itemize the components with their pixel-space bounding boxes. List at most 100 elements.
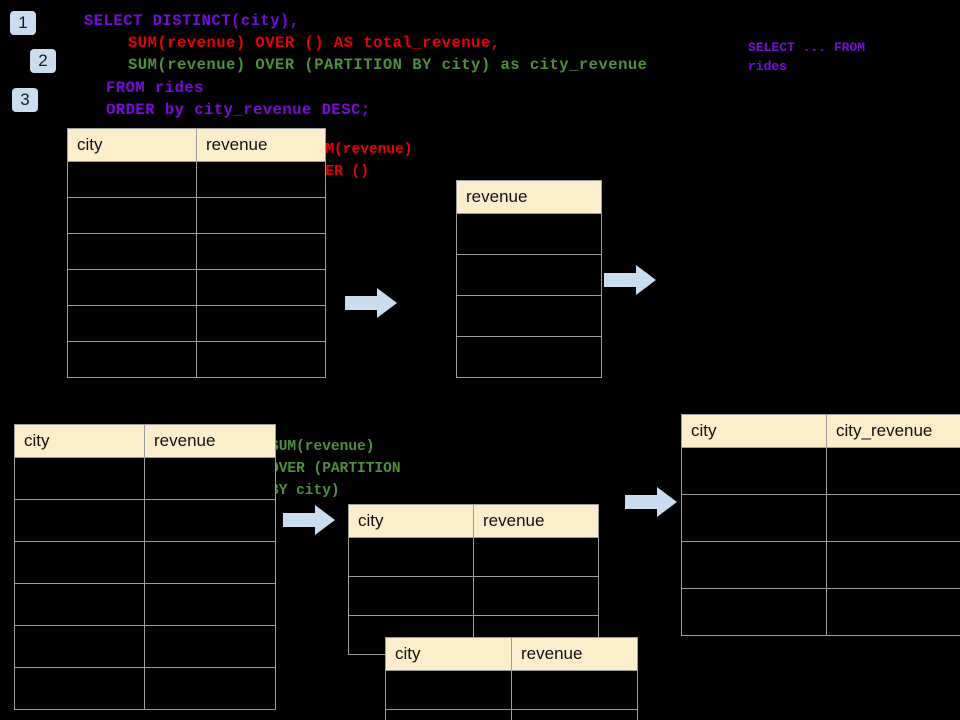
table-row — [385, 709, 638, 720]
table-row — [14, 541, 276, 584]
cell-revenue — [144, 541, 276, 584]
cell-revenue — [473, 537, 599, 577]
sql-line-order-by: ORDER by city_revenue DESC; — [106, 101, 371, 119]
arrow-source-to-partition — [283, 505, 335, 535]
cell-revenue — [196, 161, 326, 198]
table-row — [681, 494, 960, 542]
cell-city — [385, 670, 512, 710]
column-header-city: city — [681, 414, 827, 448]
table-row — [456, 213, 602, 255]
cell-revenue — [511, 670, 638, 710]
cell-city-revenue — [826, 447, 960, 495]
partition-window-annotation: SUM(revenue) OVER (PARTITION BY city) — [270, 439, 401, 499]
cell-city-revenue — [826, 588, 960, 636]
cell-revenue — [144, 499, 276, 542]
table-header-row: city revenue — [385, 637, 638, 671]
column-header-revenue: revenue — [511, 637, 638, 671]
cell-city — [67, 233, 197, 270]
result-table: city city_revenue — [681, 414, 960, 636]
table-row — [67, 233, 326, 270]
partition-group-table-front: city revenue — [385, 637, 638, 720]
table-row — [14, 457, 276, 500]
table-row — [14, 667, 276, 710]
cell-city — [14, 625, 145, 668]
cell-city — [348, 537, 474, 577]
table-row — [67, 305, 326, 342]
total-revenue-table: revenue — [456, 180, 602, 378]
column-header-revenue: revenue — [196, 128, 326, 162]
cell-city-revenue — [826, 541, 960, 589]
table-row — [14, 499, 276, 542]
cell-revenue — [456, 295, 602, 337]
cell-city — [348, 576, 474, 616]
source-query-label: SELECT ... FROM rides — [748, 40, 866, 74]
cell-revenue — [144, 625, 276, 668]
arrow-partition-to-result — [625, 487, 677, 517]
table-row — [67, 269, 326, 306]
table-header-row: city revenue — [348, 504, 599, 538]
table-row — [348, 537, 599, 577]
cell-revenue — [144, 583, 276, 626]
cell-city — [67, 305, 197, 342]
table-row — [14, 625, 276, 668]
partition-group-table-back: city revenue — [348, 504, 599, 655]
cell-city — [67, 341, 197, 378]
cell-revenue — [196, 305, 326, 342]
cell-city — [14, 457, 145, 500]
table-row — [385, 670, 638, 710]
table-row — [681, 588, 960, 636]
column-header-revenue: revenue — [144, 424, 276, 458]
cell-revenue — [456, 336, 602, 378]
cell-city — [67, 197, 197, 234]
cell-city — [385, 709, 512, 720]
rides-source-table-partitioned: city revenue — [14, 424, 276, 710]
column-header-revenue: revenue — [456, 180, 602, 214]
cell-city — [681, 588, 827, 636]
cell-revenue — [196, 341, 326, 378]
cell-city — [14, 541, 145, 584]
table-row — [67, 341, 326, 378]
cell-city — [67, 161, 197, 198]
step-badge-1: 1 — [10, 11, 36, 35]
column-header-city: city — [67, 128, 197, 162]
cell-revenue — [144, 667, 276, 710]
arrow-total-to-result — [604, 265, 656, 295]
cell-revenue — [196, 269, 326, 306]
table-row — [681, 447, 960, 495]
cell-revenue — [196, 233, 326, 270]
table-row — [67, 161, 326, 198]
cell-city — [681, 447, 827, 495]
table-header-row: city revenue — [14, 424, 276, 458]
table-row — [456, 336, 602, 378]
step-badge-2: 2 — [30, 49, 56, 73]
table-header-row: revenue — [456, 180, 602, 214]
cell-revenue — [196, 197, 326, 234]
sql-line-total-revenue: SUM(revenue) OVER () AS total_revenue, — [128, 34, 501, 52]
table-row — [681, 541, 960, 589]
sql-line-city-revenue: SUM(revenue) OVER (PARTITION BY city) as… — [128, 56, 648, 74]
table-row — [14, 583, 276, 626]
table-row — [456, 254, 602, 296]
cell-city-revenue — [826, 494, 960, 542]
cell-revenue — [511, 709, 638, 720]
cell-city — [681, 494, 827, 542]
cell-revenue — [456, 254, 602, 296]
step-badge-3: 3 — [12, 88, 38, 112]
table-header-row: city city_revenue — [681, 414, 960, 448]
arrow-source-to-total — [345, 288, 397, 318]
cell-city — [67, 269, 197, 306]
cell-city — [14, 499, 145, 542]
column-header-revenue: revenue — [473, 504, 599, 538]
cell-city — [681, 541, 827, 589]
sql-line-select-distinct: SELECT DISTINCT(city), — [84, 12, 300, 30]
table-header-row: city revenue — [67, 128, 326, 162]
table-row — [456, 295, 602, 337]
cell-revenue — [473, 576, 599, 616]
table-row — [348, 576, 599, 616]
cell-city — [14, 667, 145, 710]
rides-source-table: city revenue — [67, 128, 326, 378]
column-header-city-revenue: city_revenue — [826, 414, 960, 448]
column-header-city: city — [385, 637, 512, 671]
cell-city — [14, 583, 145, 626]
